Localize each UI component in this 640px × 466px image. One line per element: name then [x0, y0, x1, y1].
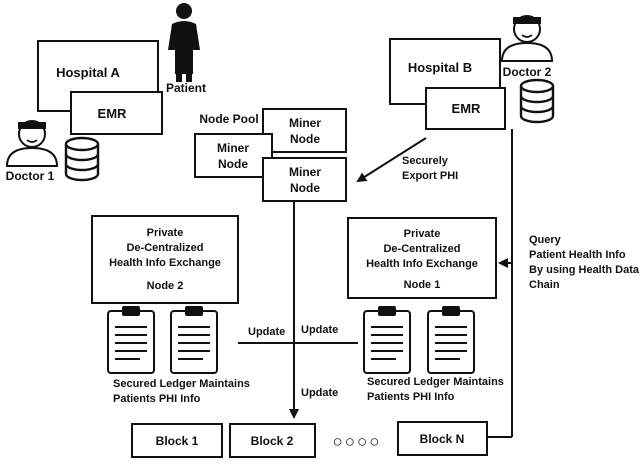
ledger-document-icon — [363, 305, 411, 374]
node-pool-label: Node Pool — [199, 112, 258, 126]
hospital-a-emr-box — [70, 91, 163, 135]
exchange-left-line3: Health Info Exchange — [109, 257, 221, 269]
hospital-a-title: Hospital A — [56, 65, 120, 80]
ledger-left-line1: Secured Ledger Maintains — [113, 378, 250, 390]
patient-label: Patient — [166, 81, 206, 95]
exchange-box-node-2 — [91, 215, 239, 304]
ledger-document-icon — [427, 305, 475, 374]
doctor-2-label: Doctor 2 — [503, 65, 552, 79]
hospital-b-title: Hospital B — [408, 60, 472, 75]
exchange-right-line2: De-Centralized — [383, 243, 460, 255]
database-icon — [64, 136, 100, 182]
hospital-b-emr-label: EMR — [452, 101, 482, 116]
export-label-line1: Securely — [402, 155, 449, 167]
exchange-left-line2: De-Centralized — [126, 242, 203, 254]
exchange-left-node: Node 2 — [147, 280, 184, 292]
block-n — [397, 421, 488, 456]
block-1 — [131, 423, 223, 458]
doctor-1-label: Doctor 1 — [6, 169, 55, 183]
miner-node-label: Miner — [289, 165, 321, 179]
doctor-icon — [6, 120, 58, 167]
query-label-line1: Query — [529, 234, 562, 246]
miner-node-label: Node — [218, 157, 248, 171]
miner-node-label: Node — [290, 181, 320, 195]
exchange-right-node: Node 1 — [404, 279, 441, 291]
ledger-document-icon — [107, 305, 155, 374]
block-1-label: Block 1 — [156, 434, 199, 448]
exchange-box-node-1 — [347, 217, 497, 299]
hospital-b-emr-box — [425, 87, 506, 130]
exchange-right-line3: Health Info Exchange — [366, 258, 478, 270]
ledger-right-line2: Patients PHI Info — [367, 391, 455, 403]
database-icon — [519, 78, 555, 124]
update-label-right: Update — [301, 324, 338, 336]
patient-icon — [168, 3, 200, 82]
ledger-right-line1: Secured Ledger Maintains — [367, 376, 504, 388]
query-label-line2: Patient Health Info — [529, 249, 626, 261]
query-label-line4: Chain — [529, 279, 560, 291]
block-2-label: Block 2 — [251, 434, 294, 448]
export-label-line2: Export PHI — [402, 170, 458, 182]
miner-node-top — [262, 108, 347, 153]
block-2 — [229, 423, 316, 458]
miner-node-label: Miner — [217, 141, 249, 155]
miner-node-left — [194, 133, 273, 178]
update-label-left: Update — [248, 326, 285, 338]
export-phi-arrow — [356, 137, 427, 183]
miner-node-label: Node — [290, 132, 320, 146]
hospital-a-emr-label: EMR — [98, 106, 128, 121]
ledger-document-icon — [170, 305, 218, 374]
chain-ellipsis: ○○○○ — [332, 432, 381, 451]
block-n-label: Block N — [420, 432, 465, 446]
miner-node-bottom — [262, 157, 347, 202]
ledger-left-line2: Patients PHI Info — [113, 393, 201, 405]
query-label-line3: By using Health Data — [529, 264, 640, 276]
exchange-right-line1: Private — [404, 228, 441, 240]
exchange-left-line1: Private — [147, 227, 184, 239]
miner-node-label: Miner — [289, 116, 321, 130]
doctor-icon — [501, 15, 553, 62]
update-label-down: Update — [301, 387, 338, 399]
